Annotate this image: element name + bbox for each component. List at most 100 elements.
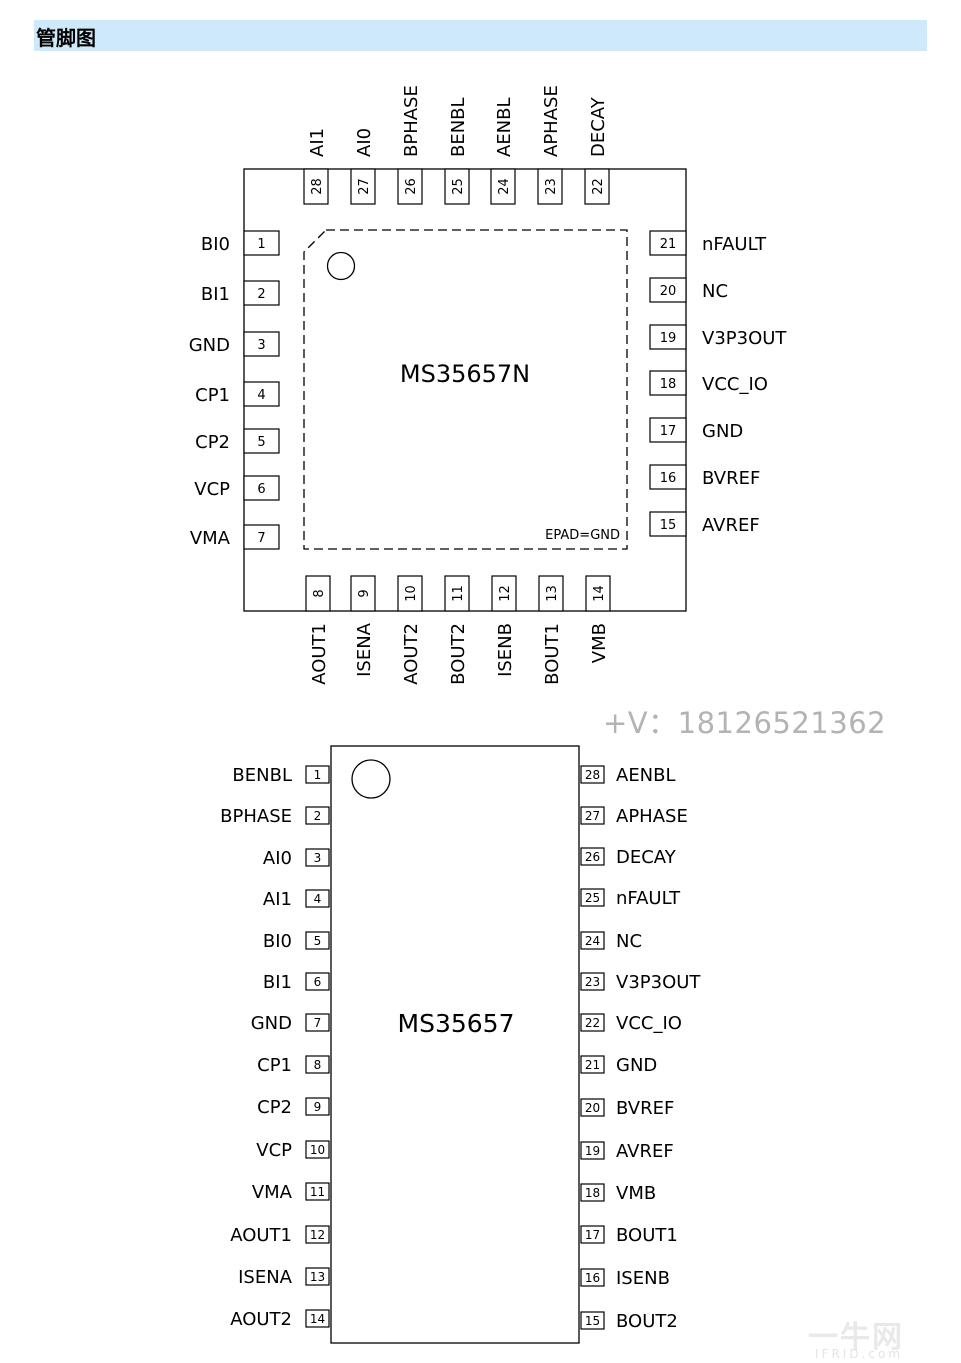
dip-pin-name: GND (251, 1013, 292, 1034)
qfn-pin-number: 3 (257, 338, 265, 353)
dip-pin-number: 11 (310, 1185, 325, 1199)
dip-pin-number: 28 (585, 768, 600, 782)
qfn-pin-name: GND (189, 335, 230, 356)
qfn-pin-pad (350, 575, 376, 612)
qfn-pin-name: V3P3OUT (702, 328, 787, 349)
dip-pin-number: 21 (585, 1058, 600, 1072)
qfn-pin-number: 8 (312, 589, 327, 597)
qfn-pin-number: 25 (451, 178, 466, 195)
dip-pin-number: 27 (585, 809, 600, 823)
qfn-pin-number: 20 (660, 284, 677, 299)
qfn-pin-name: VCP (194, 479, 230, 500)
section-heading: 管脚图 (34, 20, 927, 51)
dip-pin-pad (305, 806, 330, 825)
qfn-pin-name: ISENA (354, 622, 375, 677)
dip-pin-name: BENBL (232, 765, 292, 786)
dip-package: MS35657 1BENBL2BPHASE3AI04AI15BI06BI17GN… (220, 745, 701, 1344)
qfn-pin-number: 7 (257, 531, 265, 546)
qfn-pin-number: 2 (257, 287, 265, 302)
dip-pin-pad (580, 1268, 605, 1287)
qfn-pin-pad (584, 168, 610, 205)
dip-pin-pad (580, 972, 605, 991)
qfn-pin-number: 23 (544, 178, 559, 195)
dip-pin-number: 23 (585, 975, 600, 989)
qfn-pin-name: APHASE (541, 85, 562, 157)
qfn-pin-pad (305, 575, 331, 612)
dip-pin-number: 7 (314, 1016, 322, 1030)
dip-pin-name: AOUT2 (230, 1309, 292, 1330)
dip-pin-number: 15 (585, 1314, 600, 1328)
qfn-pin-pad (243, 280, 280, 306)
dip-pin-pad (580, 1013, 605, 1032)
qfn-pin-name: BVREF (702, 468, 760, 489)
dip-pin-number: 19 (585, 1144, 600, 1158)
dip-pin-number: 13 (310, 1270, 325, 1284)
dip-pin-name: BOUT1 (616, 1225, 678, 1246)
dip-right-pin: 26 DECAY (580, 847, 677, 868)
dip-pin-pad (305, 972, 330, 991)
dip-pin1-dot (351, 759, 391, 799)
dip-pin-pad (305, 1309, 330, 1328)
dip-pin-name: AI1 (263, 889, 292, 910)
dip-pin-number: 1 (314, 768, 322, 782)
qfn-pin-pad (585, 575, 611, 612)
dip-pin-number: 14 (310, 1312, 325, 1326)
qfn-pin-number: 5 (257, 435, 265, 450)
dip-pin-name: VCP (256, 1140, 292, 1161)
dip-pin-number: 20 (585, 1101, 600, 1115)
qfn-pin-name: AVREF (702, 515, 760, 536)
qfn-pin-pad (649, 324, 687, 350)
dip-pin-name: BI1 (263, 972, 292, 993)
dip-pin-number: 18 (585, 1186, 600, 1200)
dip-pin-name: DECAY (616, 847, 677, 868)
qfn-pin-name: BOUT1 (542, 623, 563, 685)
dip-pin-name: AOUT1 (230, 1225, 292, 1246)
dip-pin-name: CP2 (257, 1097, 292, 1118)
qfn-pin-number: 27 (357, 178, 372, 195)
dip-pin-number: 16 (585, 1271, 600, 1285)
dip-pin-name: BPHASE (220, 806, 292, 827)
qfn-pin-name: AOUT1 (309, 623, 330, 685)
qfn-pin-number: 18 (660, 377, 677, 392)
dip-pin-number: 25 (585, 891, 600, 905)
qfn-pin-pad (397, 575, 423, 612)
qfn-pin-name: VMB (589, 623, 610, 663)
dip-pin-pad (580, 931, 605, 950)
section-title: 管脚图 (36, 26, 96, 50)
dip-pin-name: AENBL (616, 765, 676, 786)
qfn-pin-pad (649, 277, 687, 303)
dip-pin-number: 2 (314, 809, 322, 823)
qfn-pin-name: BOUT2 (448, 623, 469, 685)
dip-pin-number: 26 (585, 850, 600, 864)
qfn-top-pin: 25 BENBL (444, 97, 470, 205)
qfn-pin-number: 14 (592, 585, 607, 602)
dip-left-pin: 7 GND (251, 1013, 330, 1034)
qfn-pin-pad (243, 428, 280, 454)
contact-watermark: +V：18126521362 (603, 706, 887, 740)
qfn-pin-name: BENBL (448, 97, 469, 157)
dip-pin-pad (580, 1098, 605, 1117)
qfn-pin-pad (490, 168, 516, 205)
dip-pin-pad (580, 1225, 605, 1244)
dip-pin-name: VMB (616, 1183, 656, 1204)
